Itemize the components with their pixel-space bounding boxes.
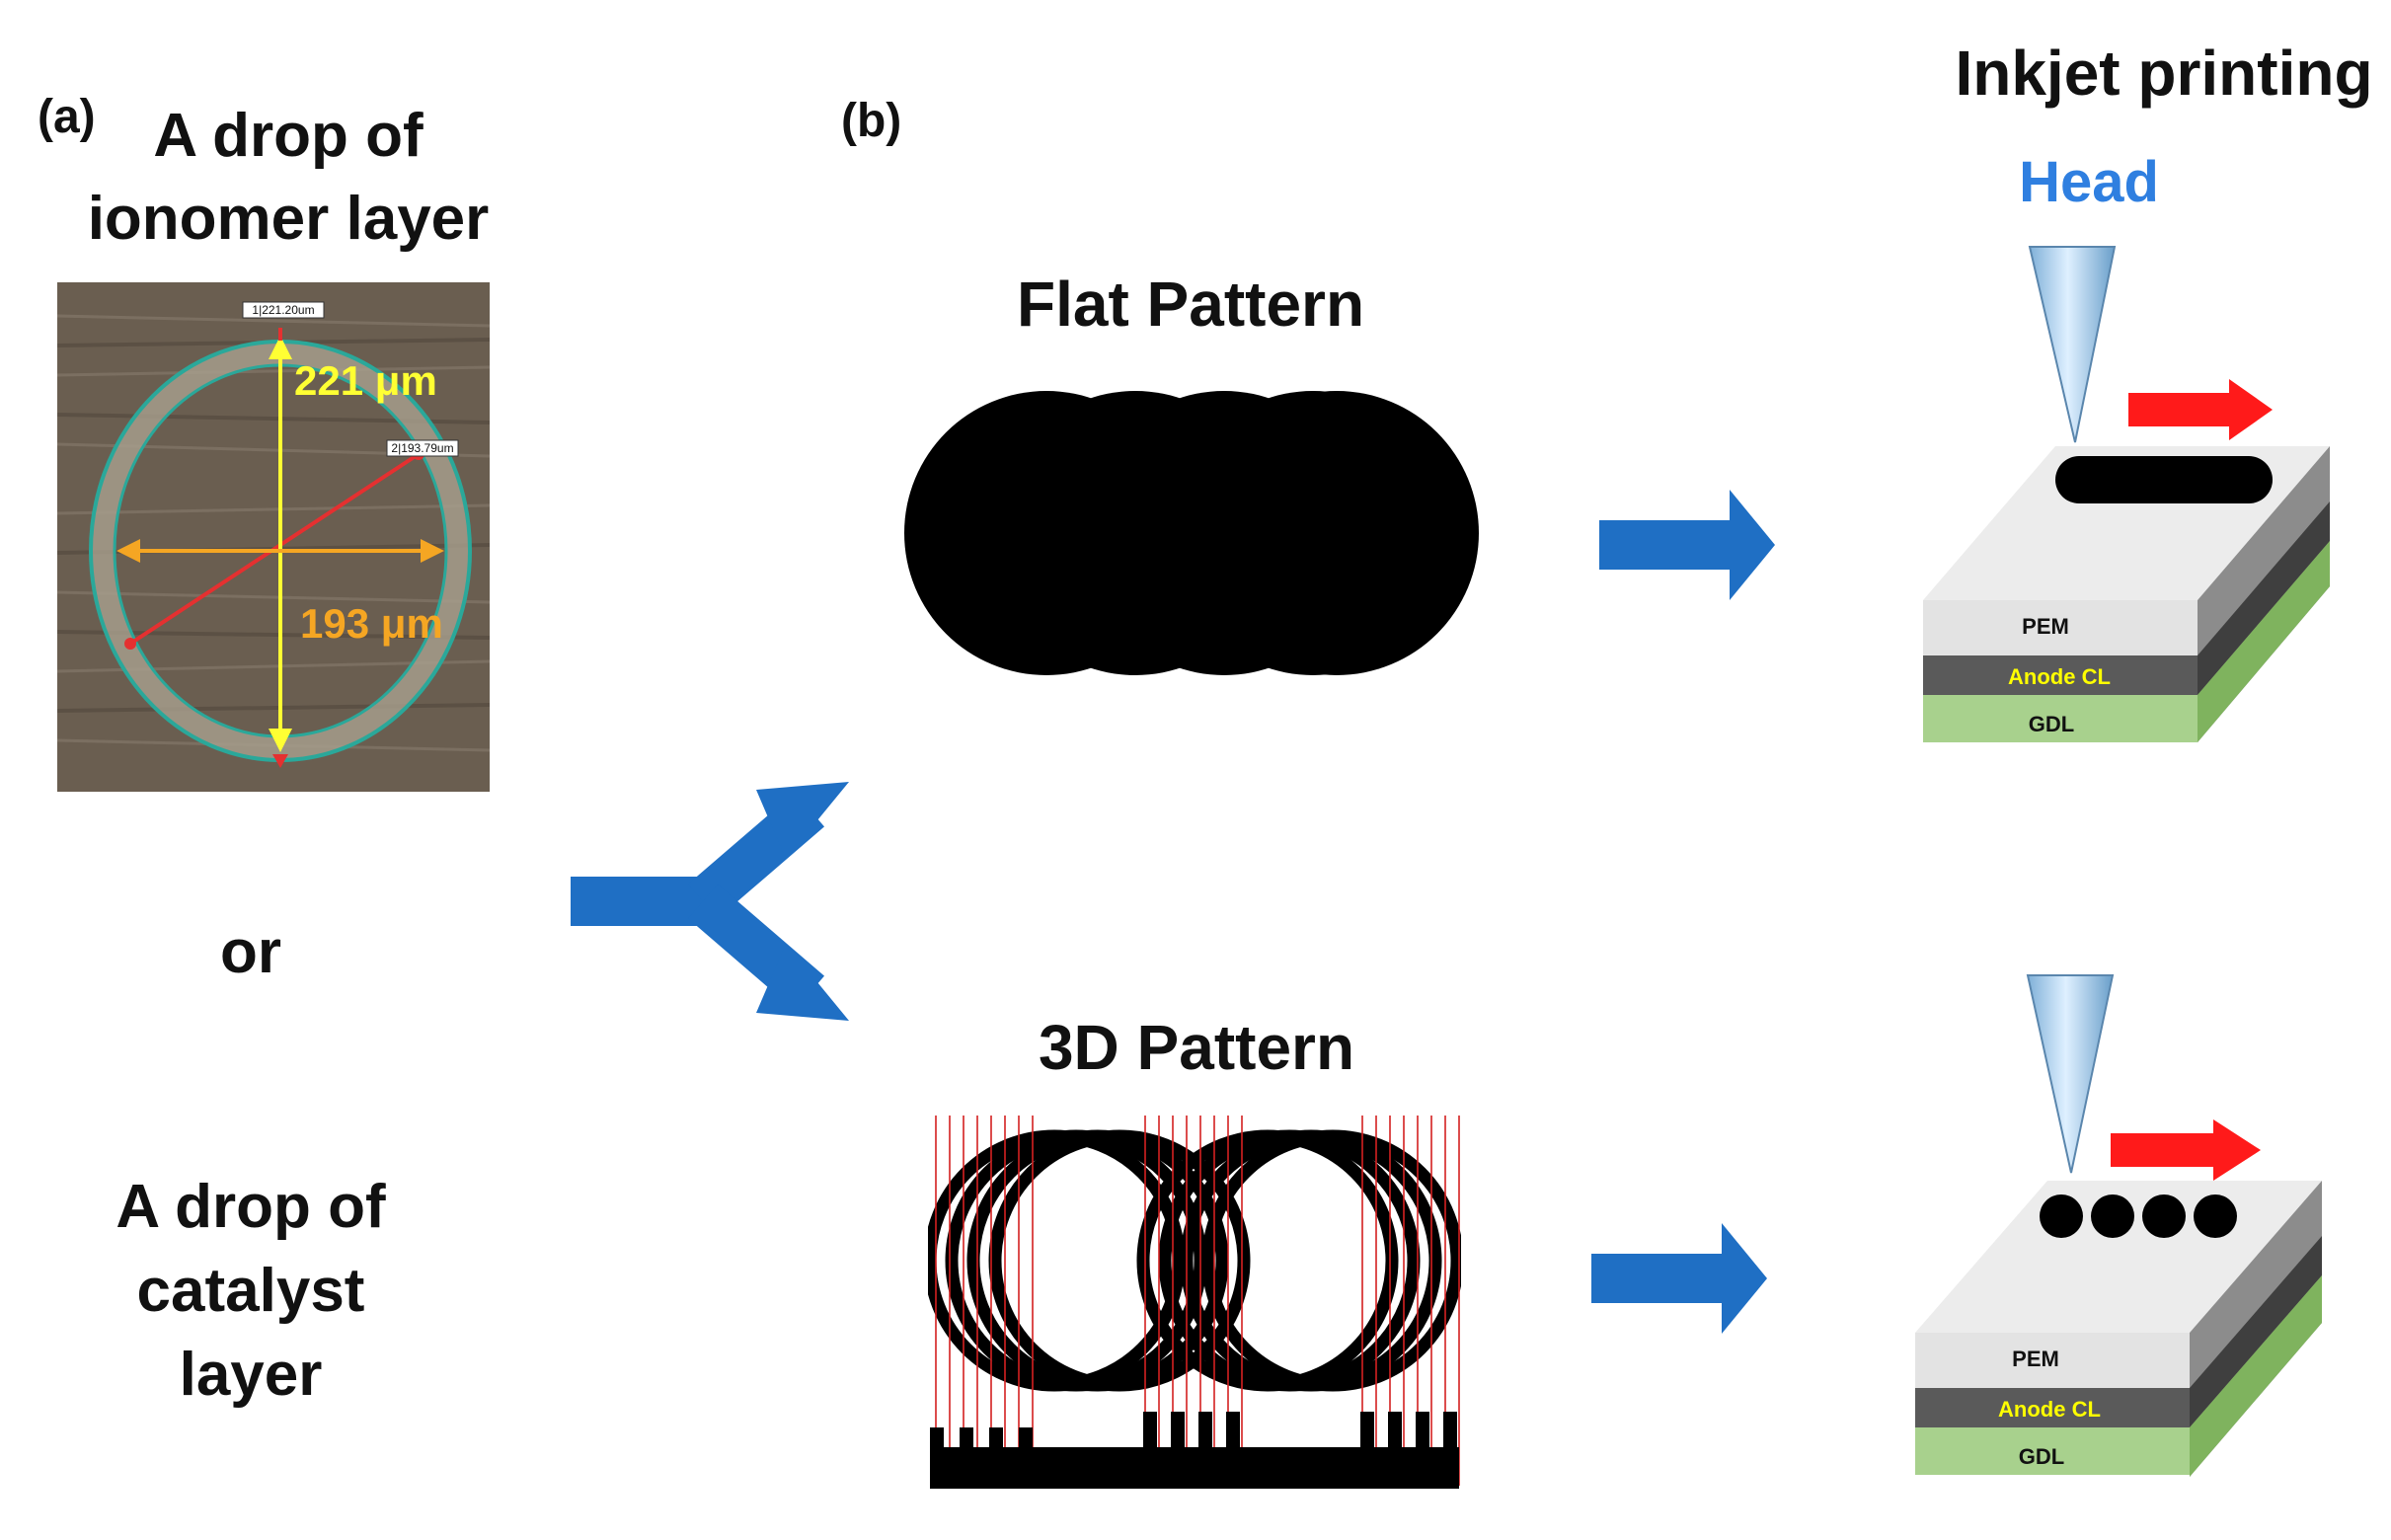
- head-label: Head: [2019, 150, 2159, 214]
- base-post: [960, 1427, 973, 1449]
- flow-arrow-bottom: [1591, 1223, 1767, 1334]
- base-bar: [930, 1447, 1459, 1489]
- or-text: or: [220, 918, 281, 986]
- flat-pattern-title: Flat Pattern: [1017, 269, 1364, 340]
- horizontal-arrow-right: [421, 539, 444, 563]
- measurement-tag-2-box: [386, 439, 459, 457]
- pattern-3d-title: 3D Pattern: [1039, 1012, 1354, 1083]
- horizontal-arrow-left: [116, 539, 140, 563]
- base-post: [1360, 1412, 1374, 1449]
- gdl-layer: [1915, 1427, 2190, 1475]
- panel-a-label: (a): [38, 91, 96, 143]
- anode-label: Anode CL: [2008, 664, 2111, 689]
- ionomer-drop-micrograph: 1|221.20um 2|193.79um 221 μm 193 μm: [57, 282, 490, 792]
- flat-drop: [1195, 391, 1479, 675]
- vertical-arrow-top: [269, 336, 292, 359]
- stack-side-grey: [2190, 1236, 2322, 1427]
- inkjet-device-top: PEM Anode CL GDL: [1923, 246, 2330, 742]
- red-marker-bottom: [272, 754, 288, 768]
- branch-arrow: [571, 782, 849, 1021]
- catalyst-title-line3: layer: [180, 1341, 323, 1409]
- printed-dot: [2194, 1194, 2237, 1238]
- catalyst-title-line1: A drop of: [116, 1173, 386, 1241]
- stack-side-green: [2190, 1275, 2322, 1477]
- printed-dot: [2142, 1194, 2186, 1238]
- pattern-3d-figure: [928, 1116, 1461, 1489]
- measurement-tag-1: 1|221.20um: [252, 303, 314, 317]
- gdl-label: GDL: [2019, 1444, 2064, 1469]
- measurement-tag-1-box: [242, 301, 325, 319]
- ionomer-title-line2: ionomer layer: [88, 185, 490, 253]
- base-post: [1143, 1412, 1157, 1449]
- panel-a: (a) A drop of ionomer layer: [38, 91, 490, 1409]
- base-post: [989, 1427, 1003, 1449]
- inkjet-device-bottom: PEM Anode CL GDL: [1915, 974, 2322, 1477]
- base-post: [930, 1427, 944, 1449]
- inkjet-printing-title: Inkjet printing: [1955, 38, 2372, 109]
- ring-drop: [988, 1129, 1251, 1392]
- base-post: [1443, 1412, 1457, 1449]
- pem-layer: [1923, 600, 2198, 655]
- pem-label: PEM: [2022, 614, 2069, 639]
- anode-layer: [1923, 655, 2198, 695]
- dimension-horizontal-label: 193 μm: [300, 600, 443, 647]
- ring-drop: [1201, 1129, 1461, 1392]
- base-post: [1416, 1412, 1429, 1449]
- base-post: [1388, 1412, 1402, 1449]
- printed-dot: [2091, 1194, 2134, 1238]
- base-post: [1171, 1412, 1185, 1449]
- vertical-arrow-bottom: [269, 729, 292, 752]
- pem-label: PEM: [2012, 1347, 2059, 1371]
- ionomer-title-line1: A drop of: [153, 102, 424, 170]
- printed-line-stroke: [2055, 456, 2273, 503]
- measurement-tag-2: 2|193.79um: [391, 441, 453, 455]
- print-head-icon: [2026, 974, 2115, 1174]
- gdl-label: GDL: [2029, 712, 2074, 736]
- base-post: [1226, 1412, 1240, 1449]
- printed-dot: [2040, 1194, 2083, 1238]
- stack-side-grey: [2198, 501, 2330, 695]
- flat-pattern-drops: [904, 391, 1479, 675]
- stack-side-green: [2198, 541, 2330, 742]
- flow-arrow-top: [1599, 490, 1775, 600]
- branch-arrow-lower-head: [756, 944, 849, 1021]
- print-head-icon: [2028, 246, 2117, 443]
- pattern-3d-base: [930, 1412, 1459, 1489]
- anode-label: Anode CL: [1998, 1397, 2101, 1422]
- red-direction-arrow-icon: [2111, 1119, 2261, 1181]
- branch-arrow-upper-head: [756, 782, 849, 859]
- base-post: [1198, 1412, 1212, 1449]
- catalyst-title-line2: catalyst: [137, 1257, 365, 1325]
- gdl-layer: [1923, 695, 2198, 742]
- red-direction-arrow-icon: [2128, 379, 2273, 440]
- pattern-3d-rings: [928, 1129, 1461, 1392]
- pem-layer: [1915, 1333, 2190, 1388]
- dimension-vertical-label: 221 μm: [294, 357, 437, 404]
- base-post: [1019, 1427, 1033, 1449]
- anode-layer: [1915, 1388, 2190, 1427]
- panel-b-label: (b): [841, 95, 901, 147]
- printed-dots: [2040, 1194, 2237, 1238]
- diagonal-endpoint-1: [124, 638, 136, 650]
